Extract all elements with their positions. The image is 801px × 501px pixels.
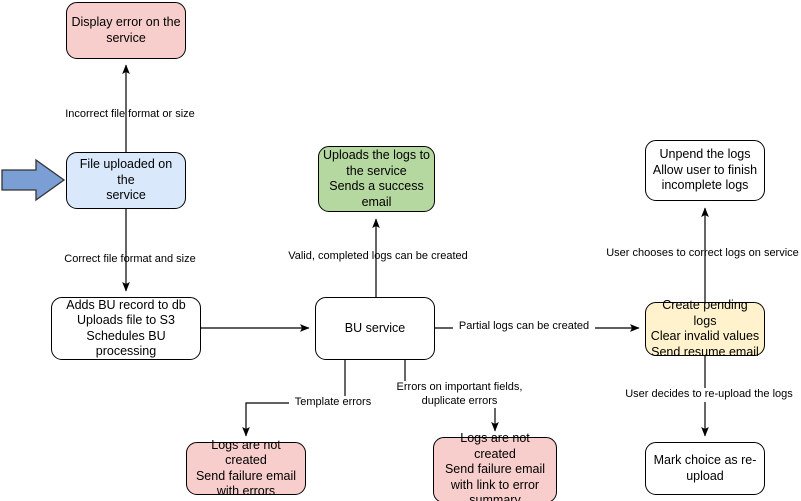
node-logs-not-created-errors[interactable]: Logs are not created Send failure email …	[186, 438, 306, 498]
node-adds-bu-record[interactable]: Adds BU record to db Uploads file to S3 …	[51, 297, 201, 360]
node-mark-choice-reupload[interactable]: Mark choice as re- upload	[645, 442, 765, 495]
edge-label-valid-completed-logs: Valid, completed logs can be created	[288, 250, 468, 262]
edge-label-errors-important-fields: Errors on important fields, duplicate er…	[393, 381, 526, 408]
edge-label-user-chooses-correct: User chooses to correct logs on service	[606, 247, 799, 259]
node-logs-not-created-summary[interactable]: Logs are not created Send failure email …	[433, 431, 557, 501]
node-unpend-logs[interactable]: Unpend the logs Allow user to finish inc…	[645, 140, 765, 201]
node-bu-service[interactable]: BU service	[315, 297, 435, 360]
edge-label-incorrect-file-format: Incorrect file format or size	[65, 108, 195, 120]
start-arrow	[1, 158, 66, 202]
edge-label-user-decides-reupload: User decides to re-upload the logs	[614, 388, 801, 402]
node-display-error[interactable]: Display error on the service	[66, 2, 186, 59]
edge-label-template-errors: Template errors	[289, 396, 377, 410]
node-uploads-logs[interactable]: Uploads the logs to the service Sends a …	[318, 146, 435, 212]
node-create-pending-logs[interactable]: Create pending logs Clear invalid values…	[645, 298, 765, 359]
edge-label-correct-file-format: Correct file format and size	[64, 253, 196, 265]
node-file-uploaded[interactable]: File uploaded on the service	[66, 152, 186, 209]
edge-label-partial-logs: Partial logs can be created	[453, 320, 595, 334]
